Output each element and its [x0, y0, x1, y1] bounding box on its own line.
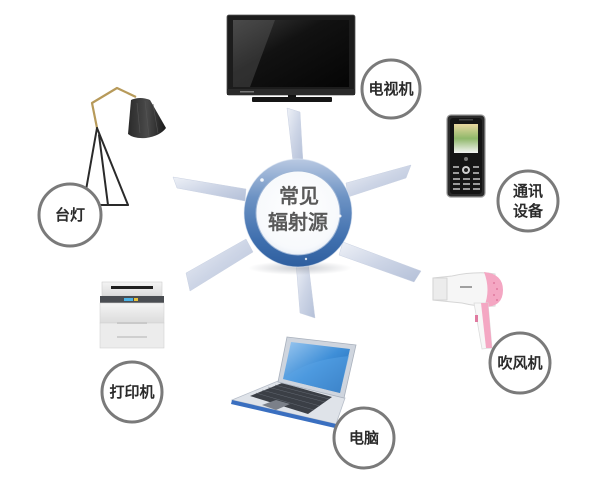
tv-icon — [226, 14, 356, 102]
label-hairdryer: 吹风机 — [488, 331, 552, 395]
laptop-icon — [230, 336, 357, 428]
ray-top — [286, 107, 304, 163]
label-hairdryer-text: 吹风机 — [497, 354, 542, 372]
hub-rays — [172, 107, 422, 319]
ray-lower-left — [185, 238, 254, 292]
label-computer-text: 电脑 — [349, 429, 379, 447]
hub: 常见 辐射源 — [243, 158, 353, 275]
label-printer-text: 打印机 — [109, 383, 154, 401]
label-tv-text: 电视机 — [368, 80, 413, 98]
label-printer: 打印机 — [100, 360, 164, 424]
hair-dryer-icon — [432, 272, 503, 350]
hub-shadow — [248, 261, 352, 275]
hub-title-line-2: 辐射源 — [268, 210, 328, 234]
ray-upper-right — [345, 164, 412, 198]
label-phone-text-line-2: 设备 — [513, 202, 544, 220]
label-computer: 电脑 — [332, 406, 396, 470]
desk-lamp-icon — [85, 86, 166, 206]
hub-inner-disc — [255, 170, 341, 256]
ray-left — [172, 176, 247, 202]
label-phone-text-line-1: 通讯 — [513, 182, 543, 200]
label-phone: 通讯 设备 — [496, 169, 560, 233]
hub-title-line-1: 常见 — [279, 184, 319, 208]
printer-icon — [99, 281, 165, 349]
label-tv: 电视机 — [360, 58, 422, 120]
mobile-phone-icon — [446, 114, 486, 198]
label-lamp-text: 台灯 — [55, 206, 85, 224]
ray-lower-right — [338, 241, 422, 283]
label-lamp: 台灯 — [37, 182, 103, 248]
